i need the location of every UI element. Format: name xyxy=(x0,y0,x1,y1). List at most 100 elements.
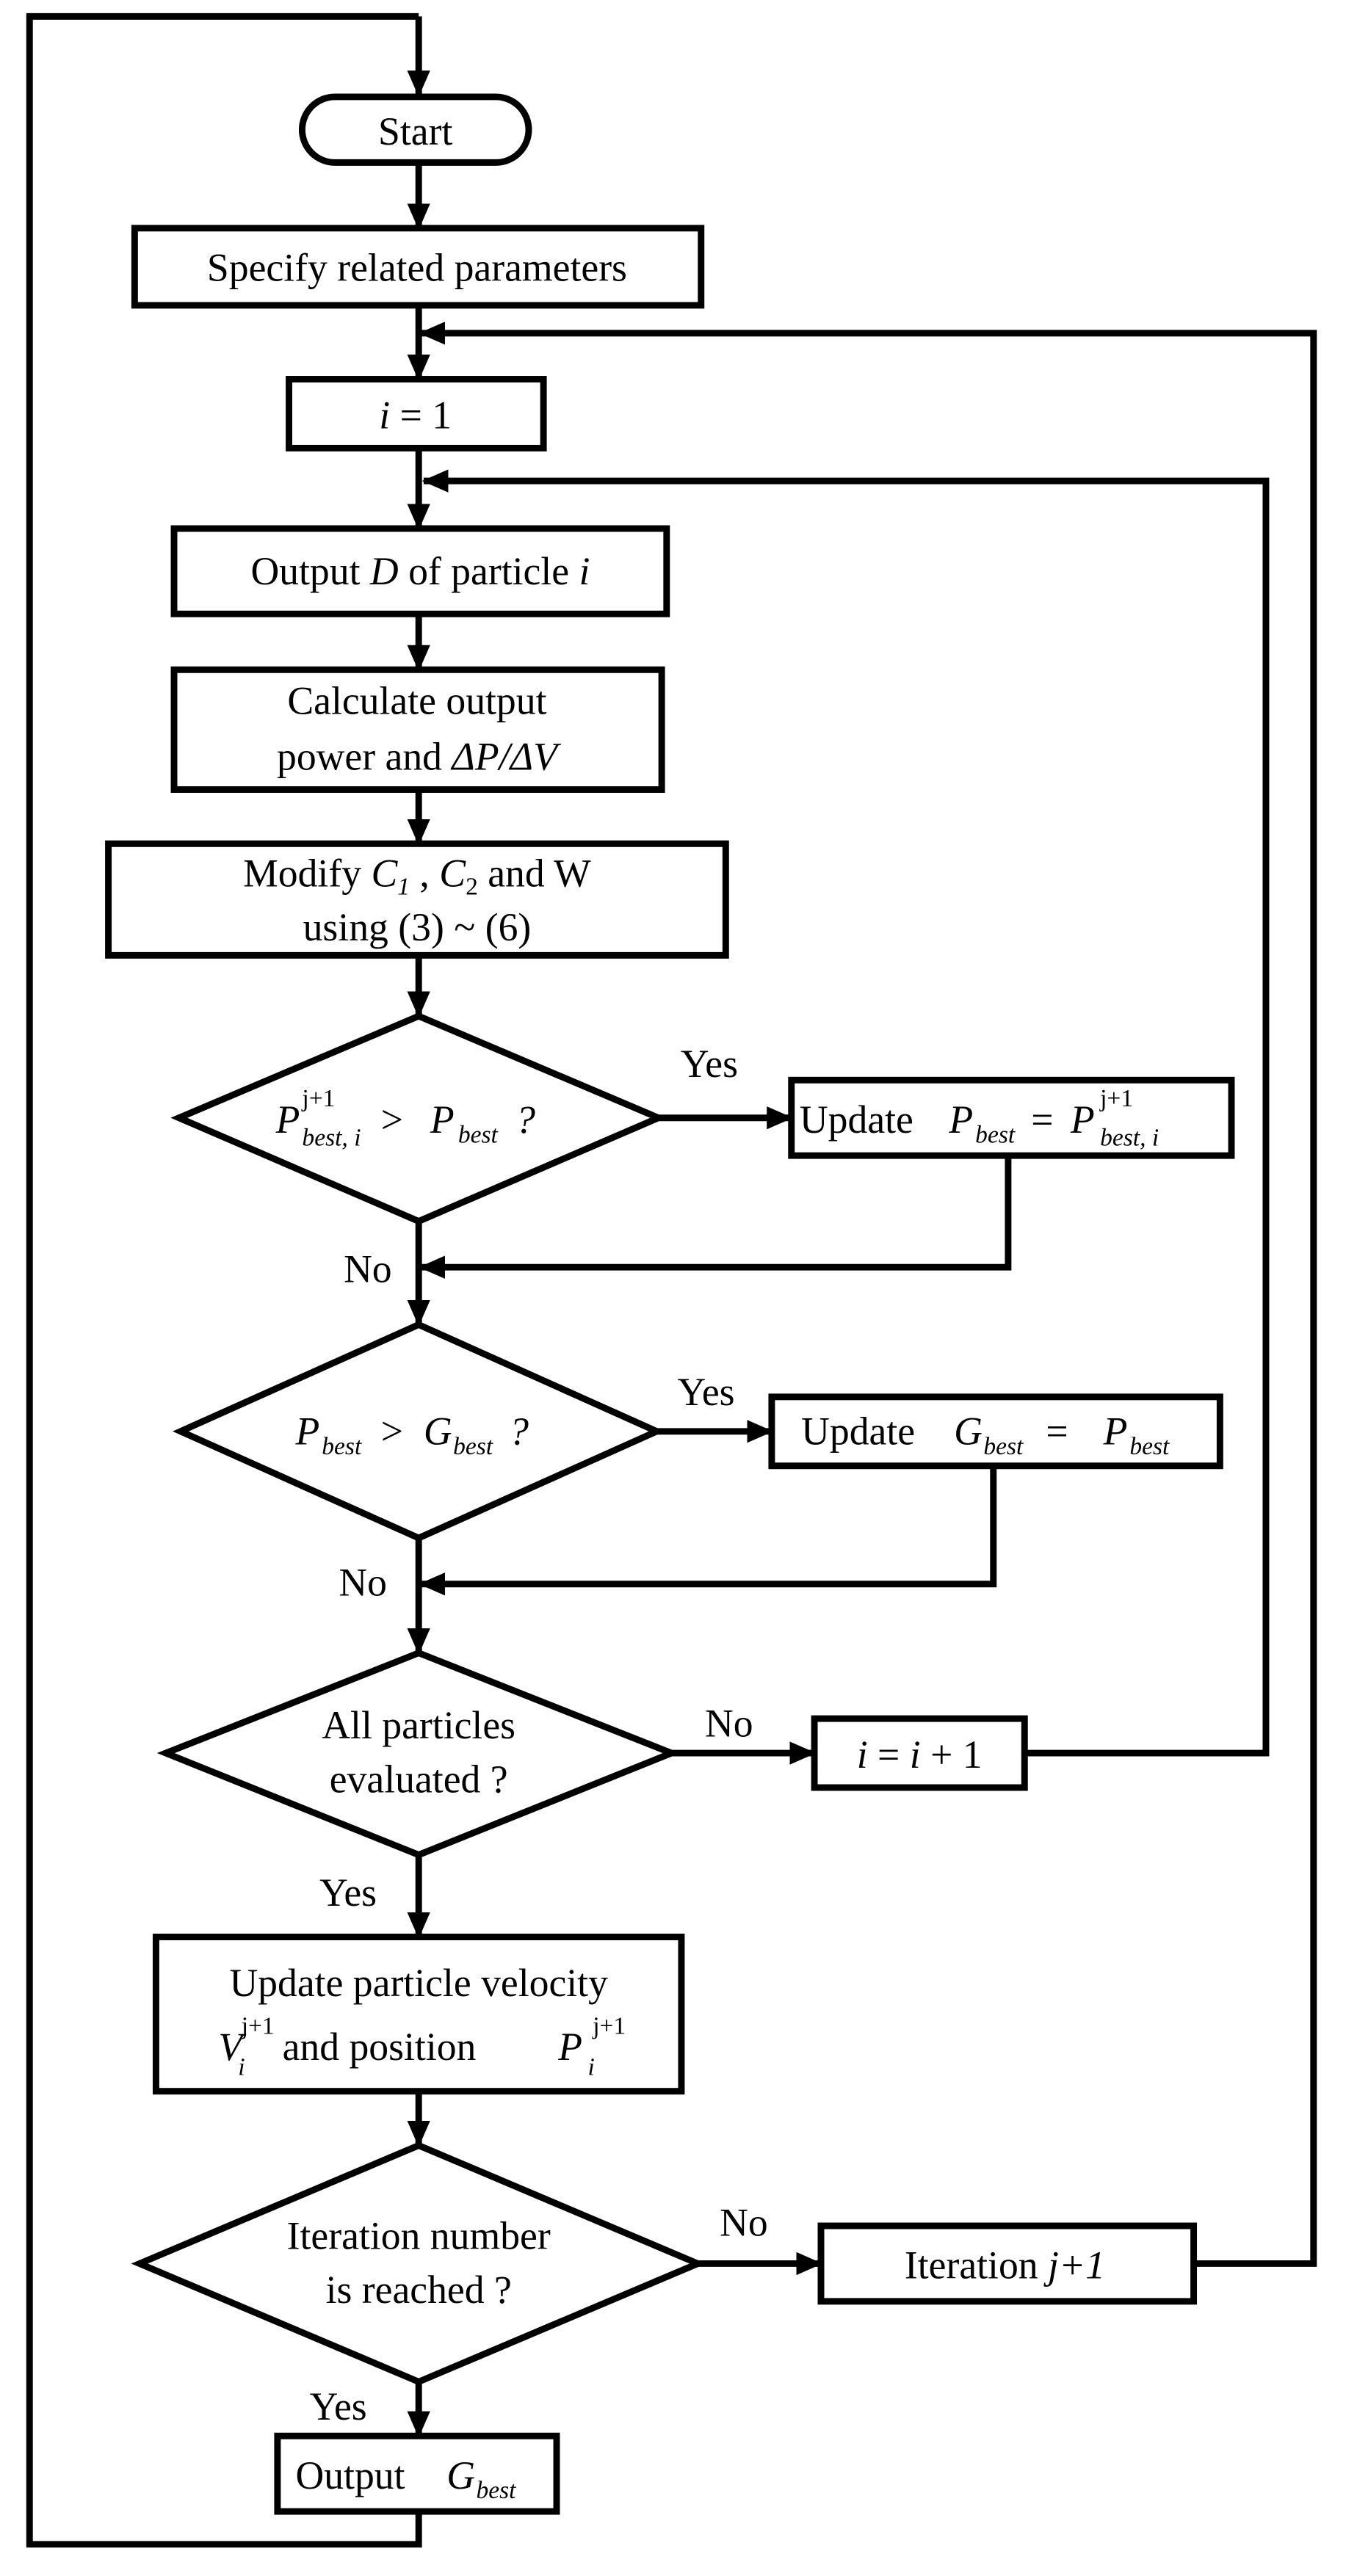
upd2-p: P xyxy=(1103,1409,1128,1454)
dec3-line2: evaluated ? xyxy=(330,1757,508,1802)
label-no-1: No xyxy=(344,1247,392,1291)
iteration-j: j+1 xyxy=(1043,2243,1105,2287)
iteration-label: Iteration j+1 xyxy=(905,2243,1105,2287)
modify-c1: C xyxy=(371,851,398,895)
output-d-label: Output D of particle i xyxy=(250,549,590,593)
dec1-sub2: best xyxy=(458,1121,499,1148)
modify-c1sub: 1 xyxy=(397,874,410,901)
i1-var: i xyxy=(379,393,390,438)
modify-a: Modify xyxy=(243,851,371,895)
velocity-line1: Update particle velocity xyxy=(229,1961,608,2005)
velocity-p: P xyxy=(557,2025,582,2069)
calc-box xyxy=(170,666,665,793)
inc-i1: i xyxy=(857,1733,868,1777)
modify-line2: using (3) ~ (6) xyxy=(303,905,532,949)
inc-label: i = i + 1 xyxy=(857,1733,983,1777)
dec2-gt: > xyxy=(381,1409,403,1454)
velocity-vsup: j+1 xyxy=(241,2012,275,2039)
output-gbest-text: Output G best xyxy=(295,2453,516,2504)
inc-plus: + 1 xyxy=(921,1733,983,1777)
iteration-box xyxy=(817,2222,1198,2305)
velocity-psub: i xyxy=(587,2053,594,2080)
i1-label: i = 1 xyxy=(379,393,452,438)
iter-return-line xyxy=(419,322,1317,2267)
specify-label: Specify related parameters xyxy=(207,245,627,289)
upd2-eq: = xyxy=(1046,1409,1068,1454)
iteration-a: Iteration xyxy=(905,2243,1048,2287)
modify-c2: C xyxy=(439,851,466,895)
dec1-sup: j+1 xyxy=(301,1085,335,1112)
label-yes-4: Yes xyxy=(310,2384,367,2428)
calc-line2: power and ΔP/ΔV xyxy=(277,735,561,779)
dec2-g: G xyxy=(424,1409,452,1454)
label-no-4: No xyxy=(720,2200,768,2244)
output-d-a: Output xyxy=(250,549,369,593)
upd1-sup: j+1 xyxy=(1099,1085,1133,1112)
dec2-q: ? xyxy=(509,1409,529,1454)
output-d-b: of particle xyxy=(399,549,579,593)
upd2-g: G xyxy=(954,1409,983,1454)
dec1-gt: > xyxy=(381,1097,403,1142)
upd1-text: Update P best = P j+1 best, i xyxy=(800,1085,1159,1152)
decision-all-evaluated-diamond xyxy=(156,1649,681,1859)
start-terminal xyxy=(298,93,532,166)
output-g-sub: best xyxy=(476,2477,516,2504)
dec1-text: P j+1 best, i > P best ? xyxy=(275,1085,535,1152)
dec4-line2: is reached ? xyxy=(326,2268,512,2312)
increment-i-box xyxy=(811,1715,1028,1791)
upd1-eq: = xyxy=(1031,1097,1053,1142)
velocity-mid: and position xyxy=(283,2025,477,2069)
upd1-sub2: best, i xyxy=(1100,1125,1159,1152)
upd2-sub2: best xyxy=(1129,1433,1170,1460)
dec1-p2: P xyxy=(430,1097,455,1142)
dec3-line1: All particles xyxy=(322,1703,515,1747)
upd2-sub: best xyxy=(983,1433,1024,1460)
connectors xyxy=(26,12,1317,2548)
output-d-d: D xyxy=(369,549,399,593)
modify-line1: Modify C1 , C2 and W xyxy=(243,851,591,900)
upd1-a: Update xyxy=(800,1097,913,1142)
label-yes-1: Yes xyxy=(681,1042,738,1086)
modify-comma: , xyxy=(410,851,439,895)
upd1-p: P xyxy=(948,1097,973,1142)
modify-b: and W xyxy=(478,851,591,895)
upd1-return-line xyxy=(419,1155,1012,1279)
decision-iteration-diamond xyxy=(131,2141,706,2386)
velocity-vsub: i xyxy=(238,2053,245,2080)
modify-c2sub: 2 xyxy=(466,874,478,901)
dec2-sub: best xyxy=(322,1433,362,1460)
decision-gbest-diamond xyxy=(173,1321,665,1542)
label-yes-3: Yes xyxy=(319,1871,377,1915)
dec1-q: ? xyxy=(515,1097,535,1142)
upd1-sub: best xyxy=(975,1121,1016,1148)
output-gbest-box xyxy=(274,2432,560,2515)
decision-pbest-diamond xyxy=(170,1012,667,1225)
dec1-sub: best, i xyxy=(302,1125,361,1152)
label-no-3: No xyxy=(705,1702,753,1746)
upd2-return-line xyxy=(419,1465,997,1596)
update-velocity-box xyxy=(152,1934,685,2095)
dec2-p: P xyxy=(294,1409,319,1454)
inc-eq: = xyxy=(868,1733,910,1777)
dec1-p: P xyxy=(275,1097,300,1142)
i1-rest: = 1 xyxy=(390,393,452,438)
modify-box xyxy=(105,840,729,959)
velocity-psup: j+1 xyxy=(592,2012,626,2039)
velocity-v: V xyxy=(218,2025,246,2069)
label-no-2: No xyxy=(339,1560,387,1604)
update-gbest-box xyxy=(768,1393,1223,1470)
i1-box xyxy=(286,376,547,451)
upd2-a: Update xyxy=(801,1409,915,1454)
calc-line1: Calculate output xyxy=(287,679,546,723)
dec2-text: P best > G best ? xyxy=(294,1409,529,1460)
inc-return-line xyxy=(421,469,1270,1757)
dec2-sub2: best xyxy=(453,1433,493,1460)
update-pbest-box xyxy=(788,1076,1235,1159)
outer-loop-line xyxy=(26,12,422,2548)
start-label: Start xyxy=(378,109,452,153)
output-d-box xyxy=(170,525,670,617)
inc-i2: i xyxy=(910,1733,921,1777)
specify-box xyxy=(131,225,705,309)
